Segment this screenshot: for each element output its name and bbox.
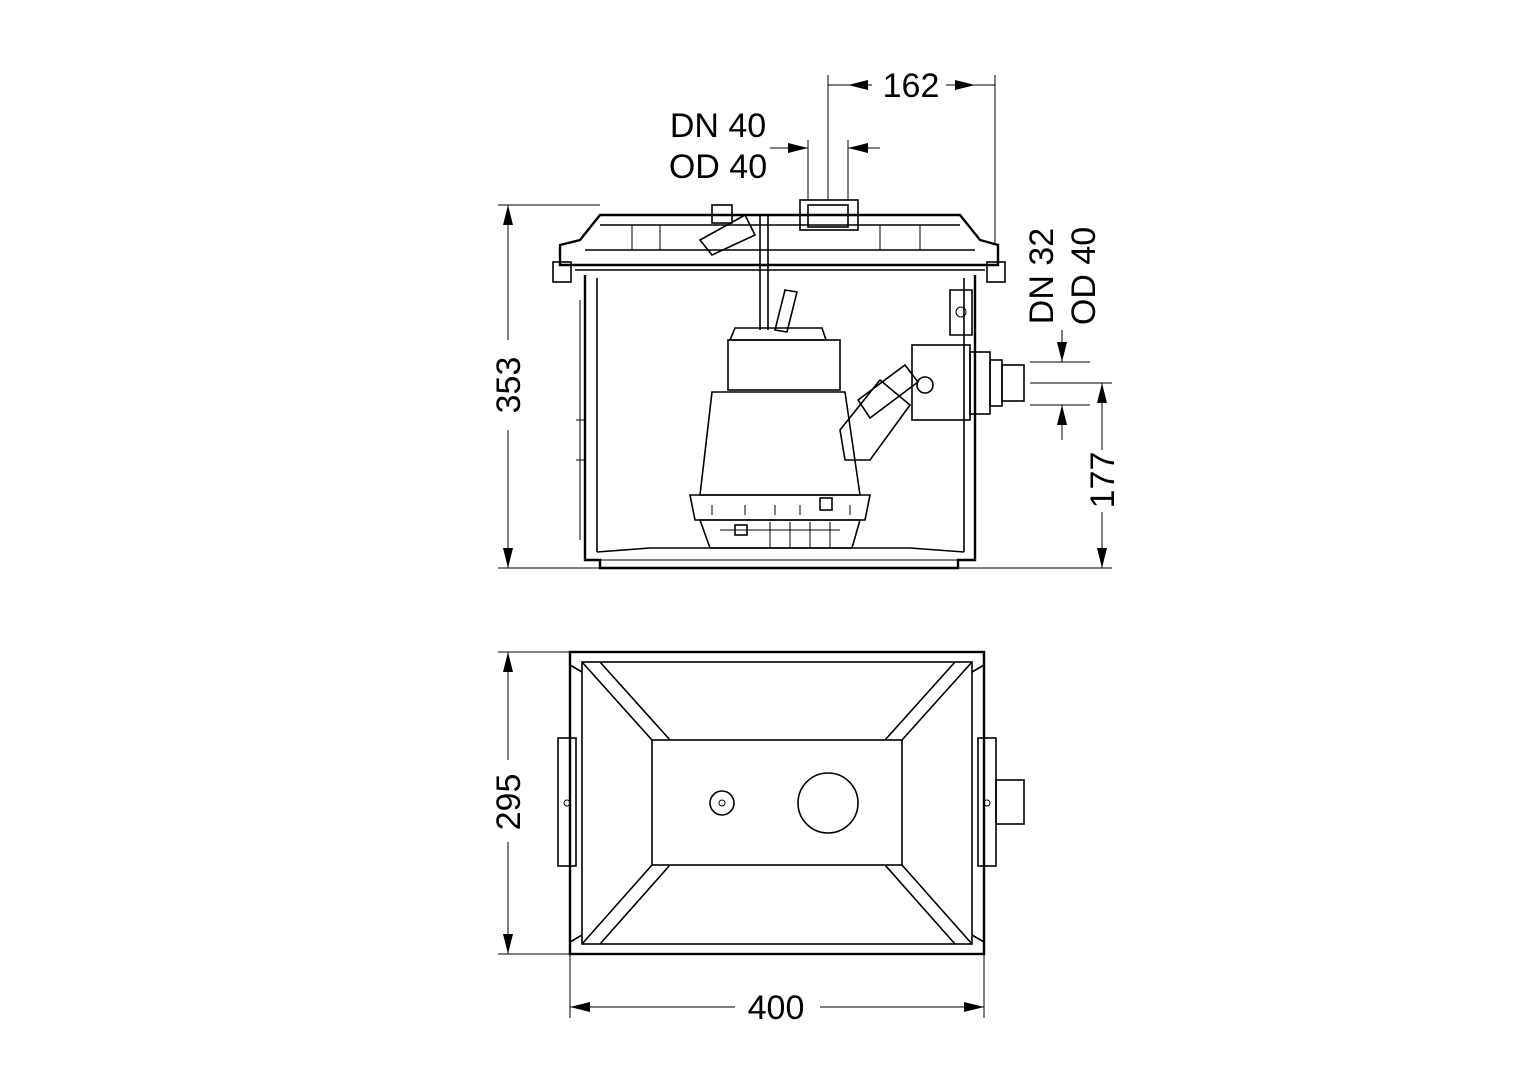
pump [689,327,920,549]
cable [759,215,798,333]
plan-view: 295 400 [490,650,1025,1027]
inlet-dn-label: DN 40 [670,107,766,145]
inlet-dimension: DN 40 OD 40 [669,107,880,200]
outlet-dimension: DN 32 OD 40 [1023,227,1103,440]
dim-162-label: 162 [883,67,940,105]
outlet-valve [911,289,1025,421]
outlet-stub [995,779,1025,825]
dim-353: 353 [490,204,600,569]
left-handle [557,737,577,867]
side-view: 162 DN 40 OD 40 DN 32 OD 40 353 [490,67,1122,570]
dim-177-label: 177 [1084,452,1122,509]
dim-177: 177 [958,382,1122,569]
dim-295-label: 295 [490,774,528,831]
dim-295: 295 [490,651,570,955]
dim-162: 162 [827,67,996,245]
outlet-od-label: OD 40 [1065,227,1103,325]
dim-400-label: 400 [748,989,805,1027]
tank-lid [552,199,1006,283]
outlet-dn-label: DN 32 [1023,228,1061,324]
cable-opening [709,790,735,816]
dim-353-label: 353 [490,357,528,414]
tank-body [576,275,977,570]
dim-400: 400 [569,954,985,1027]
inlet-opening [797,772,859,834]
right-handle [977,737,997,867]
inlet-od-label: OD 40 [669,148,767,186]
